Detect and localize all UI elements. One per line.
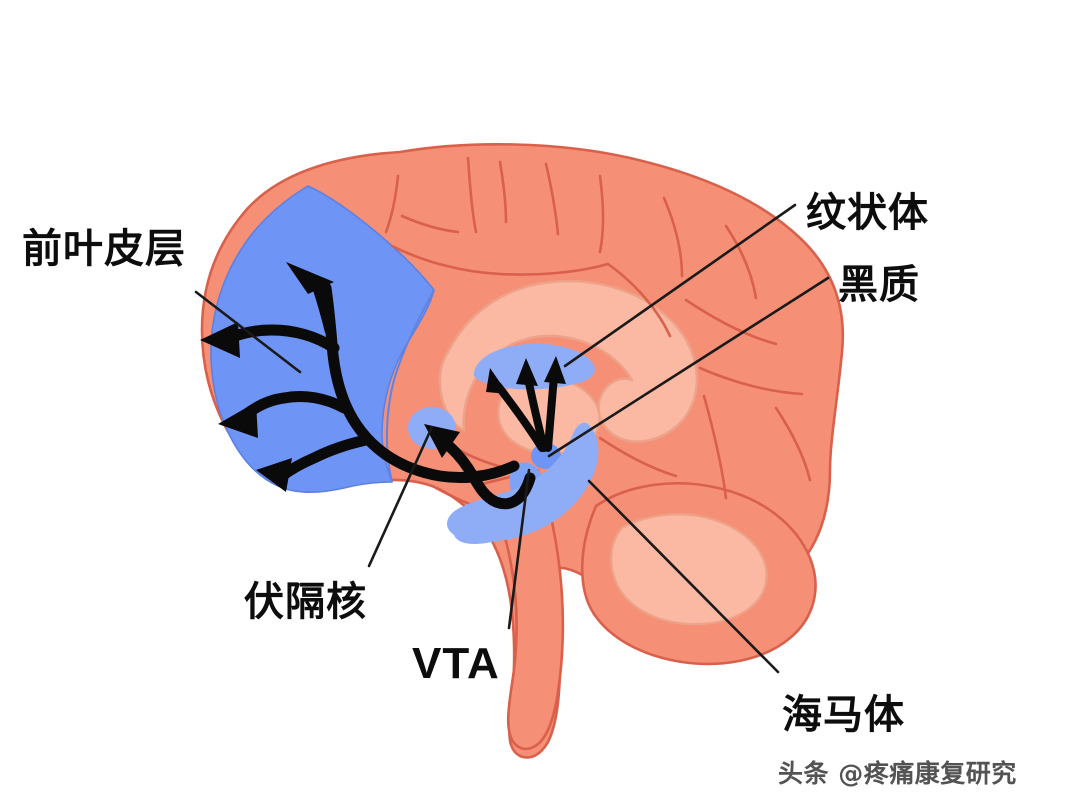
nigrostriatal-arrowhead-right <box>544 356 566 384</box>
dopamine-pathways <box>200 262 566 510</box>
sulcus-1 <box>384 174 400 234</box>
sulcus-15 <box>598 436 678 478</box>
leader-nucleus-accumbens <box>367 425 434 568</box>
sulcus-4 <box>498 160 508 224</box>
sulcus-12 <box>698 366 804 396</box>
sulcus-7 <box>662 196 684 278</box>
sulcus-11 <box>684 298 778 346</box>
label-striatum: 纹状体 <box>806 190 929 236</box>
label-hippocampus: 海马体 <box>782 692 905 738</box>
nigrostriatal-arrowhead-left <box>486 368 508 394</box>
nigrostriatal-arrowhead-mid <box>516 358 538 386</box>
leader-substantia-nigra <box>547 276 830 458</box>
sulcus-9 <box>390 244 610 276</box>
mesocortical-arrowhead-lowleft <box>218 402 258 438</box>
leader-prefrontal-cortex <box>194 290 302 374</box>
hippocampus-tail <box>453 505 529 544</box>
leader-vta <box>507 468 531 630</box>
label-substantia-nigra: 黑质 <box>838 262 920 308</box>
sulcus-13 <box>702 394 728 500</box>
leader-lines <box>194 203 830 674</box>
sulcus-6 <box>598 174 605 254</box>
mesocortical-arrowhead-up <box>286 262 334 294</box>
sulcus-5 <box>544 162 560 236</box>
sulcus-10 <box>606 262 672 338</box>
leader-hippocampus <box>587 479 780 674</box>
label-nucleus-accumbens: 伏隔核 <box>244 579 367 625</box>
watermark: 头条 @疼痛康复研究 <box>778 759 1017 788</box>
sulcus-14 <box>774 406 812 482</box>
sulcus-3 <box>466 156 478 234</box>
mesocortical-arrowhead-midleft <box>200 322 240 358</box>
leader-striatum <box>563 203 797 368</box>
label-vta: VTA <box>412 639 500 688</box>
striatum-structure <box>473 343 595 390</box>
mesocortical-branch-up <box>312 282 336 336</box>
label-prefrontal-cortex: 前叶皮层 <box>22 226 186 272</box>
mesocortical-arrowhead-bottomleft <box>256 458 292 492</box>
sulcus-2 <box>400 214 460 234</box>
mesolimbic-arrowhead <box>424 424 460 458</box>
brainstem <box>480 468 565 751</box>
sulcus-8 <box>724 224 758 300</box>
mesolimbic-pathway <box>438 436 536 510</box>
labels-group: 前叶皮层 纹状体 黑质 伏隔核 VTA 海马体 <box>22 190 929 738</box>
